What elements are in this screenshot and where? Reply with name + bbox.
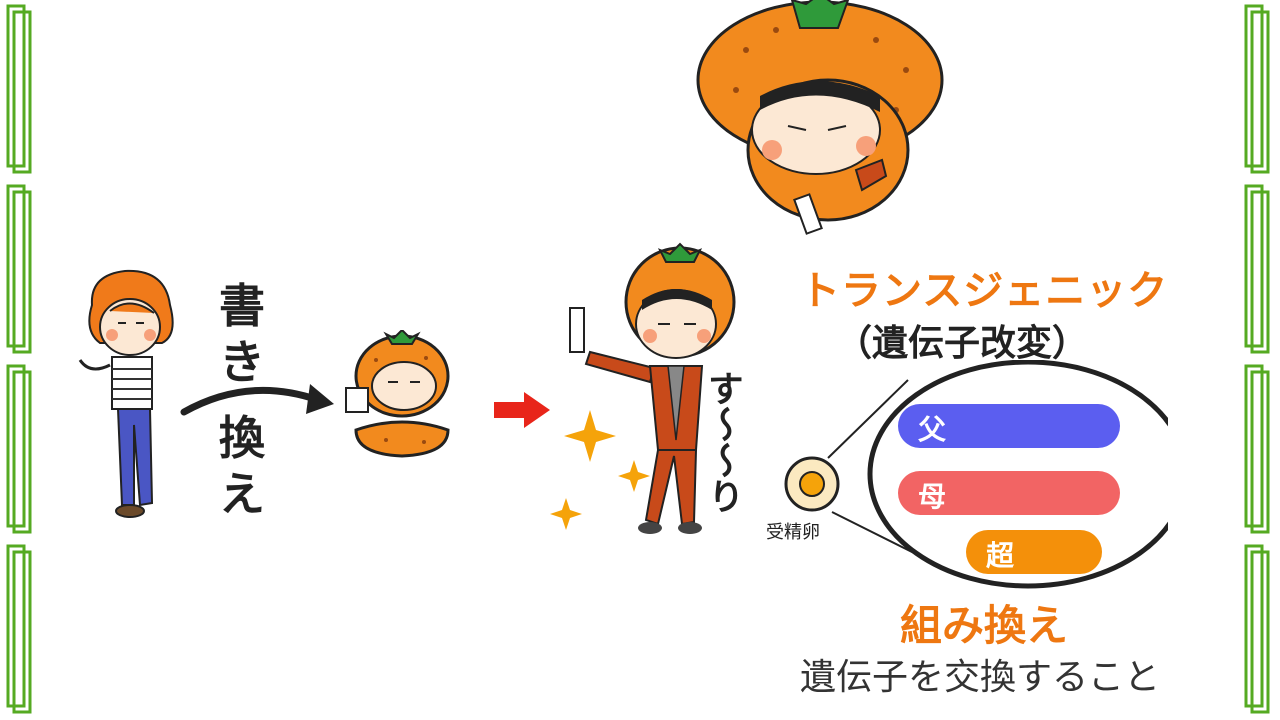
recombination-description: 遺伝子を交換すること	[800, 657, 1161, 698]
chromosome-bar-father: 父	[898, 404, 1120, 448]
chromosome-bar-mother: 母	[898, 471, 1120, 515]
recombination-title: 組み換え	[900, 601, 1069, 650]
person-illustration	[78, 269, 174, 518]
transgenic-subtitle: （遺伝子改変）	[836, 323, 1089, 364]
red-arrow-icon	[494, 392, 550, 428]
right-green-frame	[1244, 4, 1270, 714]
mikan-suit-character	[550, 242, 736, 534]
sound-effect-text: す～～り	[702, 370, 743, 514]
egg-label: 受精卵	[766, 522, 820, 543]
curved-arrow-icon	[180, 384, 334, 416]
small-mikan-character	[345, 330, 450, 458]
large-mikan-character	[696, 0, 944, 235]
chromosome-bar-super: 超	[966, 530, 1102, 574]
transgenic-title: トランスジェニック	[800, 268, 1169, 314]
verb-replace-text: 換え	[219, 411, 265, 521]
verb-write-text: 書き	[219, 279, 265, 389]
left-green-frame	[6, 4, 32, 714]
